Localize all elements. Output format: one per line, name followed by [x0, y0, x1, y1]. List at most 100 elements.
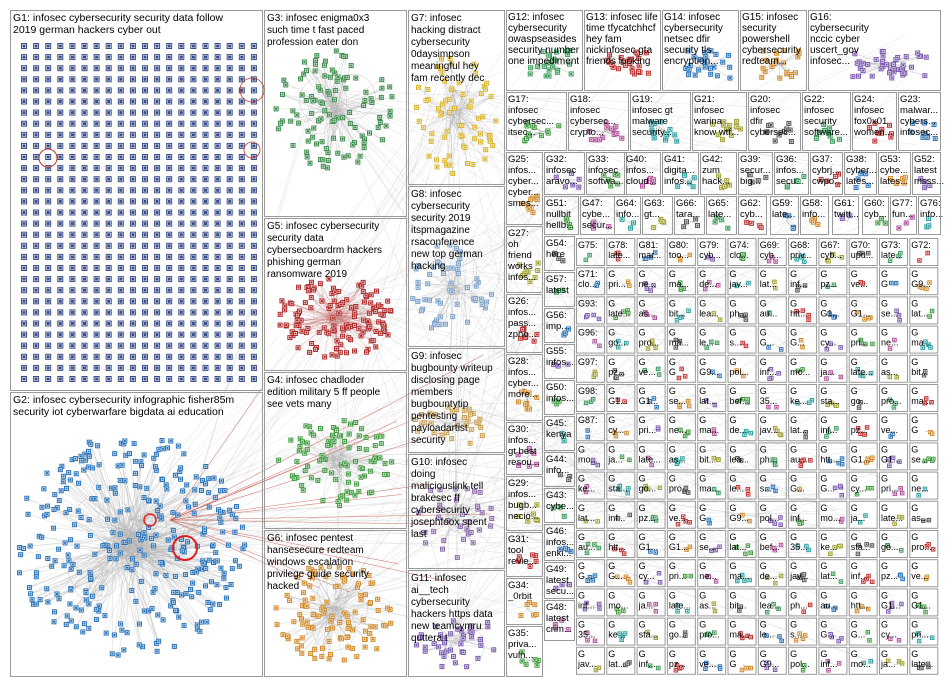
- edge: [79, 547, 124, 573]
- node-fill: [319, 117, 322, 120]
- edge: [290, 101, 344, 122]
- edge: [56, 530, 118, 595]
- node-fill: [52, 508, 55, 511]
- node-fill: [212, 544, 215, 547]
- node-fill: [83, 88, 86, 92]
- edge: [314, 287, 340, 313]
- node-fill: [131, 144, 135, 148]
- node-fill: [95, 188, 99, 192]
- edge: [326, 314, 367, 353]
- edge: [334, 599, 522, 614]
- node-fill: [107, 122, 111, 126]
- node-fill: [65, 623, 68, 626]
- edge: [454, 89, 862, 176]
- node-fill: [53, 620, 56, 623]
- edge: [128, 548, 243, 562]
- node-fill: [347, 154, 350, 157]
- node-fill: [95, 166, 99, 170]
- node-fill: [143, 188, 147, 192]
- edge: [29, 547, 123, 588]
- node-fill: [155, 111, 159, 115]
- node-fill: [131, 310, 135, 314]
- node-fill: [302, 73, 305, 76]
- node-fill: [240, 55, 244, 59]
- node-fill: [110, 487, 113, 490]
- edge: [455, 111, 496, 122]
- edge: [92, 467, 142, 543]
- node-fill: [119, 111, 123, 115]
- node-fill: [131, 355, 135, 359]
- node-fill: [350, 64, 353, 67]
- node-fill: [58, 100, 62, 103]
- edge: [458, 64, 475, 111]
- edge: [129, 519, 872, 586]
- node-fill: [216, 55, 220, 59]
- node-fill: [310, 112, 313, 115]
- node-fill: [95, 199, 99, 203]
- node-fill: [155, 66, 159, 70]
- node-fill: [191, 188, 195, 192]
- node-fill: [83, 277, 86, 281]
- node-fill: [179, 188, 183, 192]
- node-fill: [179, 111, 183, 115]
- node-fill: [155, 55, 159, 59]
- node-fill: [171, 511, 174, 514]
- node-fill: [22, 255, 26, 259]
- node-fill: [74, 606, 77, 609]
- node-fill: [107, 100, 111, 103]
- node-fill: [159, 561, 162, 564]
- node-fill: [252, 144, 256, 148]
- node-fill: [46, 557, 49, 560]
- node-fill: [143, 111, 147, 115]
- node-fill: [240, 377, 244, 381]
- node-fill: [107, 155, 111, 159]
- node-fill: [83, 111, 86, 115]
- edge: [334, 599, 453, 628]
- node-fill: [177, 445, 180, 448]
- node-fill: [231, 567, 234, 570]
- node-fill: [240, 299, 244, 303]
- node-fill: [204, 277, 207, 281]
- node-fill: [240, 355, 244, 359]
- node-fill: [204, 288, 207, 292]
- edge: [431, 111, 452, 134]
- node-fill: [119, 277, 123, 281]
- edge: [334, 283, 590, 601]
- node-fill: [131, 322, 135, 325]
- node-fill: [76, 545, 79, 548]
- node-fill: [193, 488, 196, 491]
- node-fill: [252, 344, 256, 348]
- node-fill: [58, 222, 62, 226]
- edge: [337, 587, 358, 615]
- edge: [334, 214, 713, 301]
- node-fill: [284, 83, 287, 86]
- node-fill: [203, 527, 206, 530]
- node-fill: [154, 534, 157, 537]
- edge: [319, 89, 891, 174]
- edge: [329, 566, 343, 616]
- node-fill: [180, 538, 183, 541]
- node-fill: [46, 111, 50, 115]
- node-fill: [289, 120, 292, 123]
- node-fill: [58, 66, 62, 70]
- edge: [82, 529, 134, 633]
- edge: [319, 89, 901, 318]
- edge: [143, 545, 154, 562]
- node-fill: [70, 619, 73, 622]
- node-fill: [228, 66, 232, 70]
- node-fill: [297, 122, 300, 125]
- edge: [454, 391, 798, 406]
- node-fill: [119, 266, 123, 270]
- edge: [129, 519, 631, 632]
- node-fill: [159, 505, 162, 508]
- node-fill: [45, 472, 48, 475]
- edge: [117, 551, 177, 612]
- node-fill: [107, 255, 111, 259]
- node-fill: [143, 244, 147, 248]
- node-fill: [80, 609, 83, 612]
- node-fill: [119, 366, 123, 370]
- node-fill: [119, 479, 122, 482]
- edge: [299, 310, 327, 318]
- node-fill: [95, 77, 99, 81]
- edge: [449, 58, 454, 110]
